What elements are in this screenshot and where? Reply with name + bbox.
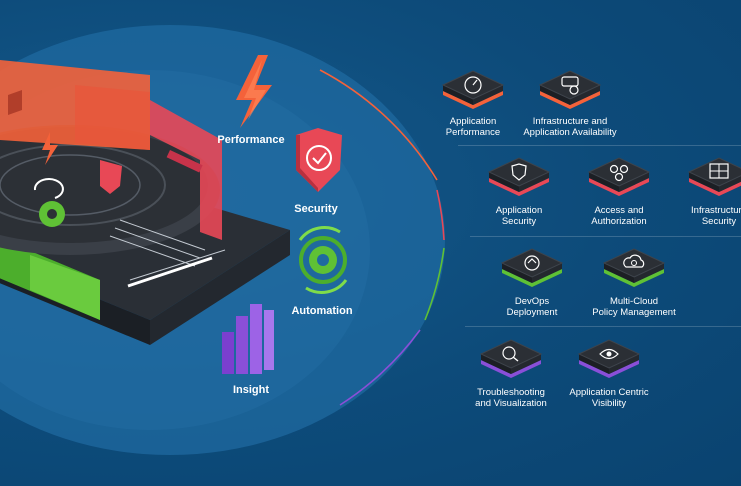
category-insight: Insight: [232, 384, 270, 396]
capability-label-line1: Application Centric: [569, 387, 649, 398]
capability-label-line2: Visibility: [591, 398, 627, 409]
capability-tile: [485, 152, 553, 196]
row-divider: [458, 145, 741, 146]
capability-label-line1: Multi-Cloud: [609, 296, 659, 307]
category-performance: Performance: [217, 134, 285, 146]
platform-device: [0, 125, 290, 345]
magnifier-chart-icon: [502, 346, 519, 362]
capability-label-line2: Performance: [445, 127, 501, 138]
capability-label-line1: Access and: [594, 205, 644, 216]
capability-tile: [477, 334, 545, 378]
category-security: Security: [294, 203, 338, 215]
capability-tile: [600, 243, 668, 287]
cloud-gear-icon: [623, 254, 645, 268]
capability-label-line2: Security: [701, 216, 737, 227]
category-automation: Automation: [291, 305, 353, 317]
row-divider: [465, 326, 741, 327]
performance-panel: [0, 60, 150, 150]
performance-arc: [319, 69, 438, 181]
capability-label-line2: Security: [501, 216, 537, 227]
insight-arc: [339, 329, 421, 406]
devops-icon: [524, 255, 540, 271]
capability-label-line1: DevOps: [514, 296, 550, 307]
capability-tile: [439, 65, 507, 109]
capability-tile: [575, 334, 643, 378]
capability-label-line2: and Visualization: [475, 398, 547, 409]
capability-label: InfrastructureSecurity: [654, 205, 741, 227]
capability-tile: [498, 243, 566, 287]
capability-tile: [585, 152, 653, 196]
shield-icon: [511, 163, 527, 181]
server-check-icon: [561, 76, 579, 95]
capability-label-line1: Infrastructure: [691, 205, 741, 216]
lightning-icon: [236, 55, 272, 128]
eye-chart-icon: [599, 348, 619, 360]
capability-label-line2: Authorization: [591, 216, 647, 227]
capability-label-line1: Application: [449, 116, 497, 127]
capability-label-line1: Application: [495, 205, 543, 216]
firewall-icon: [709, 163, 729, 179]
capability-label-line2: Application Availability: [523, 127, 617, 138]
security-panel: [150, 100, 222, 240]
capability-label-line2: Deployment: [506, 307, 558, 318]
gauge-icon: [464, 76, 482, 94]
capability-label-line1: Troubleshooting: [477, 387, 545, 398]
bar-chart-icon: [222, 304, 274, 374]
capability-label-line2: Policy Management: [592, 307, 676, 318]
users-key-icon: [609, 164, 629, 182]
capability-tile: [536, 65, 604, 109]
shield-icon: [296, 128, 342, 192]
row-divider: [470, 236, 741, 237]
automation-arc: [424, 247, 445, 321]
gear-icon: [298, 226, 348, 294]
capability-tile: [685, 152, 741, 196]
capability-label-line1: Infrastructure and: [532, 116, 608, 127]
security-arc: [436, 189, 445, 241]
